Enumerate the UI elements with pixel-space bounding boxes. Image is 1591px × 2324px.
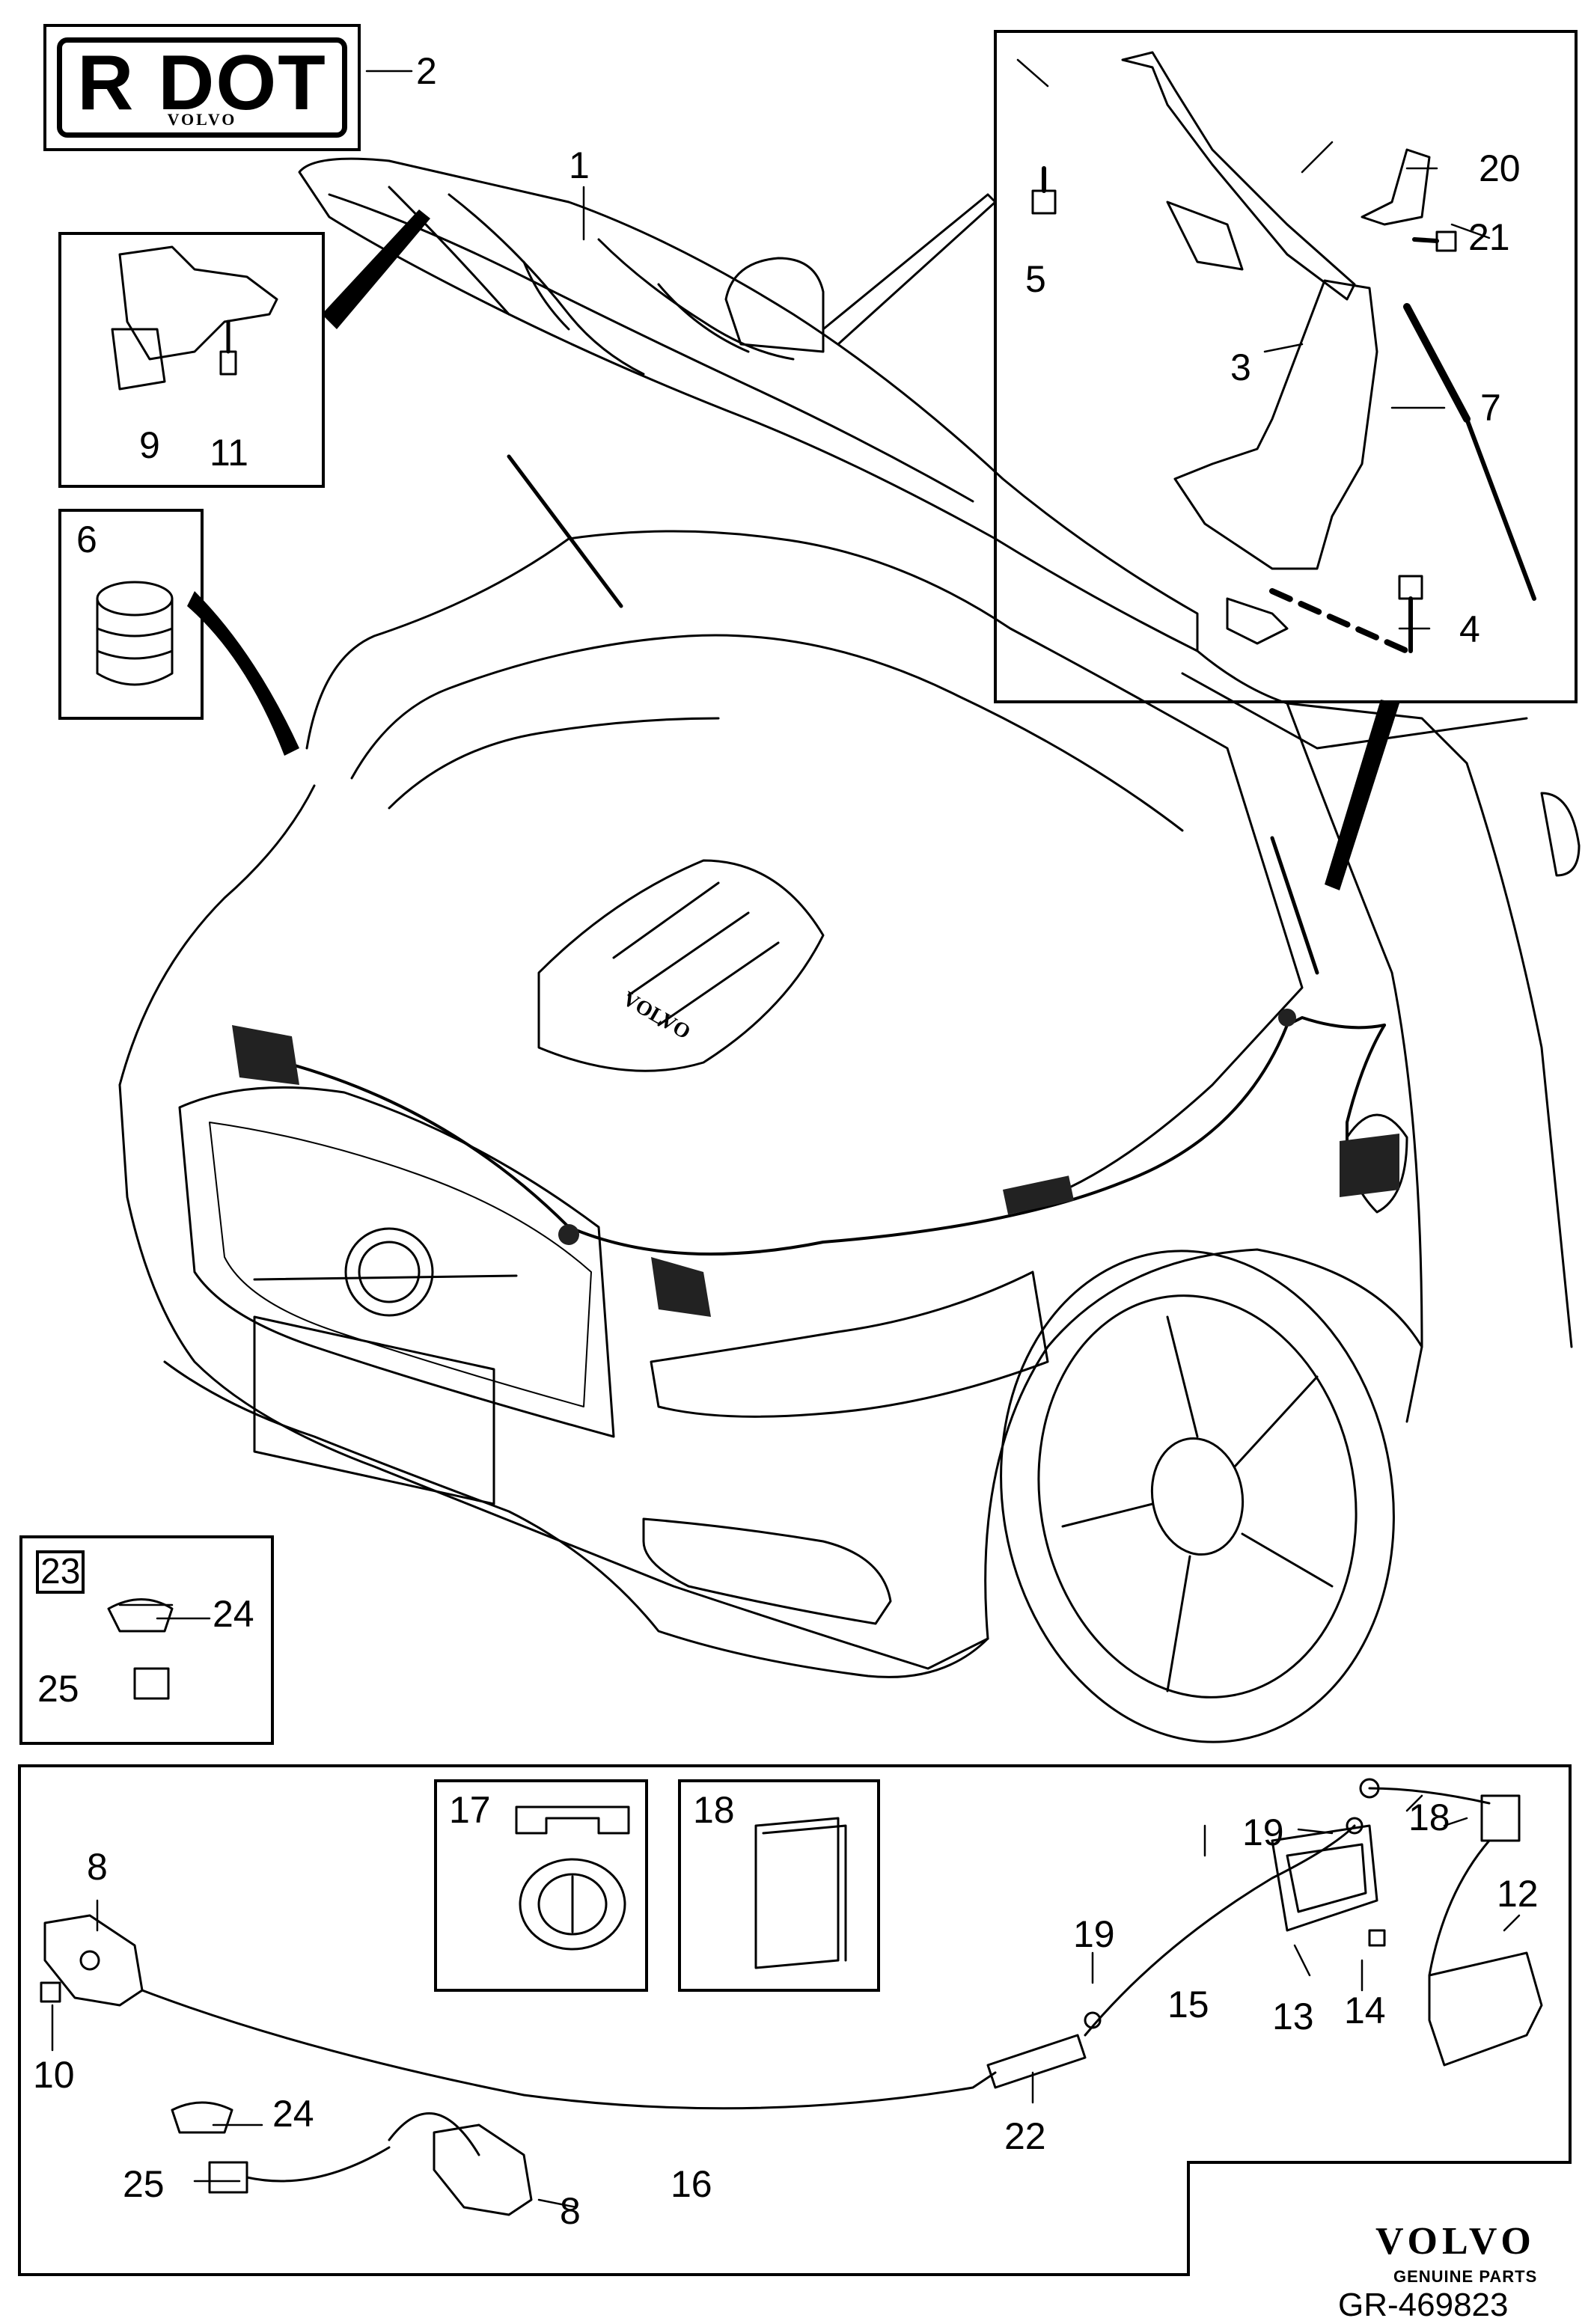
callout-19-lower: 19 [1073, 1913, 1115, 1955]
clip-art [515, 1805, 630, 1951]
booklet-art [754, 1817, 847, 1969]
callout-21: 21 [1468, 216, 1510, 258]
callout-20: 20 [1479, 147, 1521, 189]
vehicle-outline [118, 157, 1581, 1743]
volvo-wordmark: VOLVO [1375, 2220, 1536, 2263]
rdot-label-brand: VOLVO [167, 110, 237, 129]
strut-bracket-inset-art [1031, 51, 1536, 654]
figure-code: GR-469823 [1338, 2287, 1509, 2323]
callout-17: 17 [449, 1789, 491, 1831]
inset-frame-rubber-stop [58, 509, 204, 720]
callout-1: 1 [569, 144, 590, 186]
callout-16: 16 [671, 2163, 712, 2205]
inset-arrows [187, 210, 1399, 890]
callout-14: 14 [1344, 1990, 1386, 2031]
callout-2: 2 [416, 50, 437, 92]
callout-12: 12 [1497, 1873, 1539, 1915]
inset-frame-booklet [678, 1779, 880, 1992]
callout-24-inset: 24 [213, 1593, 254, 1635]
rdot-label-text: R DOT [77, 40, 327, 126]
inset-frame-bracket [994, 30, 1578, 703]
callout-18-inset: 18 [693, 1789, 735, 1831]
callout-9: 9 [139, 424, 160, 466]
callout-11: 11 [210, 432, 248, 474]
callout-3: 3 [1230, 346, 1251, 388]
callout-7: 7 [1480, 387, 1501, 429]
callout-10: 10 [33, 2054, 75, 2096]
callout-4: 4 [1459, 608, 1480, 650]
callout-5: 5 [1025, 258, 1046, 300]
rubber-stop-art [96, 581, 174, 686]
callout-6: 6 [76, 519, 97, 560]
callout-25-lower: 25 [123, 2163, 165, 2205]
lower-parts-art [40, 1778, 1543, 2216]
latch-bracket-inset-art [111, 245, 278, 391]
inset-frame-clip [434, 1779, 648, 1992]
callout-8-left: 8 [87, 1846, 108, 1888]
callout-13: 13 [1272, 1996, 1314, 2037]
callout-22: 22 [1004, 2115, 1046, 2157]
inset-frame-latch-bracket [58, 232, 325, 488]
callout-19-right: 19 [1242, 1811, 1284, 1853]
callout-8-lower: 8 [560, 2190, 581, 2232]
callout-18-right: 18 [1408, 1796, 1450, 1838]
inset-frame-switch [19, 1535, 274, 1745]
genuine-parts-tagline: GENUINE PARTS [1393, 2267, 1538, 2286]
rdot-label: R DOT VOLVO [43, 24, 361, 151]
callout-25-inset: 25 [37, 1668, 79, 1710]
callout-24-lower: 24 [272, 2093, 314, 2135]
callout-23: 23 [36, 1550, 85, 1594]
leader-lines [51, 58, 1521, 2209]
callout-15: 15 [1167, 1984, 1209, 2025]
wiring-harness [283, 1016, 1386, 1256]
switch-inset-art [107, 1598, 174, 1700]
